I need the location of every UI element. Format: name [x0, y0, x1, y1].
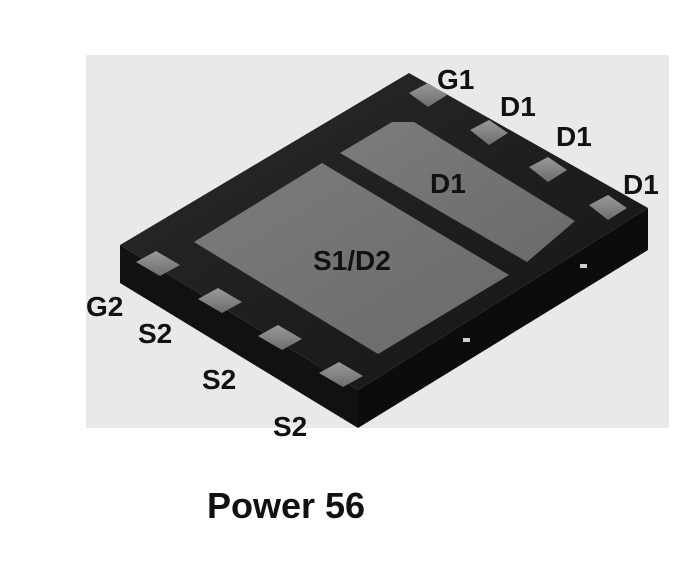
- pin-d1-2: [529, 157, 567, 182]
- pin-s2-2: [258, 325, 302, 350]
- pin-g1: [409, 83, 447, 107]
- pin-label-s2-2: S2: [202, 364, 236, 395]
- pin-g2: [136, 251, 180, 276]
- drain-pad-label: D1: [430, 168, 466, 199]
- pin-label-g1: G1: [437, 64, 474, 95]
- pin-label-s2-1: S2: [138, 318, 172, 349]
- source-drain-pad: [194, 163, 509, 354]
- package-caption: Power 56: [207, 485, 365, 526]
- pin-d1-3: [589, 195, 627, 220]
- pin-s2-3: [319, 362, 363, 387]
- pin-s2-1: [198, 288, 242, 313]
- pin-label-d1-1: D1: [500, 91, 536, 122]
- source-drain-pad-label: S1/D2: [313, 245, 391, 276]
- pin-label-d1-2: D1: [556, 121, 592, 152]
- pin-label-s2-3: S2: [273, 411, 307, 442]
- side-marker: [580, 264, 587, 268]
- pin-d1-1: [470, 120, 508, 145]
- package-side-left: [120, 245, 358, 428]
- drain-pad: [340, 122, 575, 262]
- pin-label-g2: G2: [86, 291, 123, 322]
- pin-label-d1-3: D1: [623, 169, 659, 200]
- package-side-right: [358, 208, 648, 428]
- side-marker: [463, 338, 470, 342]
